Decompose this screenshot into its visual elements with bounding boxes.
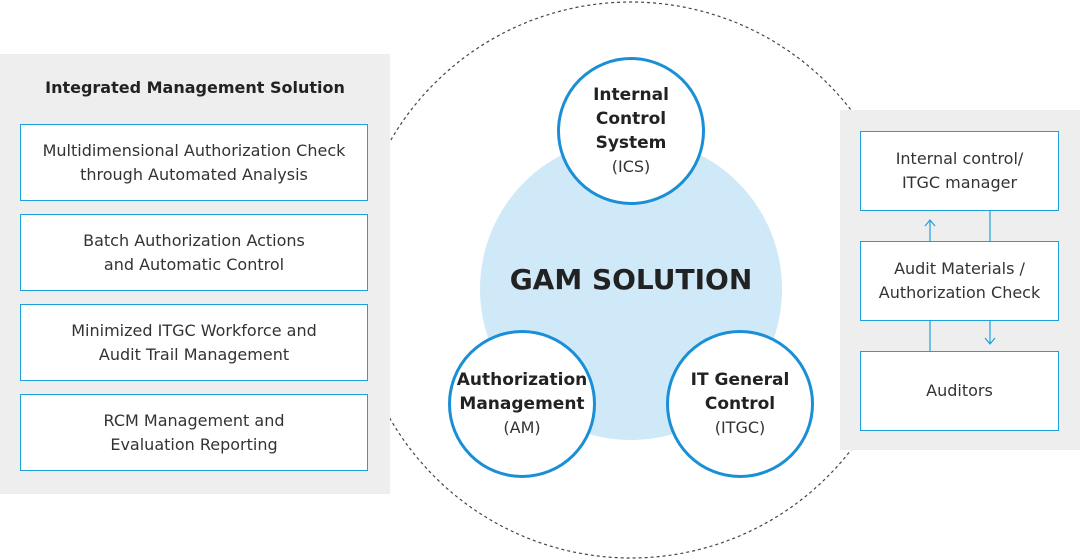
role-box: Audit Materials / Authorization Check	[860, 241, 1059, 321]
node-abbreviation: (ICS)	[611, 157, 651, 176]
node-abbreviation: (AM)	[503, 418, 541, 437]
left-panel-title: Integrated Management Solution	[45, 78, 345, 97]
feature-box: Multidimensional Authorization Check thr…	[20, 124, 368, 201]
flow-arrow-head	[924, 219, 936, 227]
flow-arrow-head	[984, 337, 996, 345]
node-internal-control-system: Internal Control System (ICS)	[557, 57, 705, 205]
node-title: IT General Control	[690, 370, 790, 414]
node-title: Internal Control System	[593, 85, 669, 153]
core-label: GAM SOLUTION	[509, 263, 753, 296]
role-box: Internal control/ ITGC manager	[860, 131, 1059, 211]
node-abbreviation: (ITGC)	[714, 418, 766, 437]
node-it-general-control: IT General Control (ITGC)	[666, 330, 814, 478]
feature-box: Batch Authorization Actions and Automati…	[20, 214, 368, 291]
role-box: Auditors	[860, 351, 1059, 431]
feature-box: RCM Management and Evaluation Reporting	[20, 394, 368, 471]
node-authorization-management: Authorization Management (AM)	[448, 330, 596, 478]
feature-box: Minimized ITGC Workforce and Audit Trail…	[20, 304, 368, 381]
node-title: Authorization Management	[456, 370, 588, 414]
